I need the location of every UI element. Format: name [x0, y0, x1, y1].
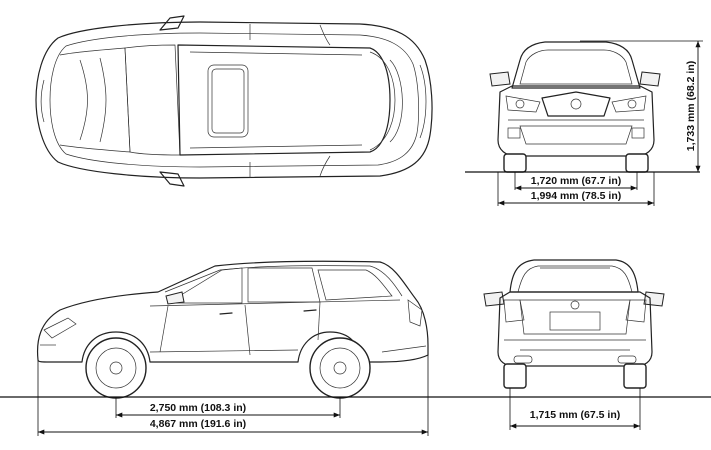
- top-view: [35, 15, 433, 187]
- overall-width-dimension: 1,994 mm (78.5 in): [497, 172, 655, 206]
- overall-length-dimension: 4,867 mm (191.6 in): [37, 355, 429, 436]
- rear-view: [483, 259, 665, 389]
- front-view: [489, 41, 661, 173]
- wheelbase-label: 2,750 mm (108.3 in): [150, 402, 246, 414]
- front-tread-dimension: 1,720 mm (67.7 in): [514, 172, 638, 191]
- overall-length-label: 4,867 mm (191.6 in): [150, 418, 246, 430]
- rear-tread-dimension: 1,715 mm (67.5 in): [509, 388, 641, 430]
- front-tread-label: 1,720 mm (67.7 in): [531, 175, 621, 187]
- overall-width-label: 1,994 mm (78.5 in): [531, 190, 621, 202]
- side-view: [36, 260, 429, 399]
- overall-height-dimension: 1,733 mm (68.2 in): [580, 40, 703, 172]
- rear-tread-label: 1,715 mm (67.5 in): [530, 409, 620, 421]
- wheelbase-dimension: 2,750 mm (108.3 in): [115, 397, 341, 418]
- overall-height-label: 1,733 mm (68.2 in): [685, 61, 697, 151]
